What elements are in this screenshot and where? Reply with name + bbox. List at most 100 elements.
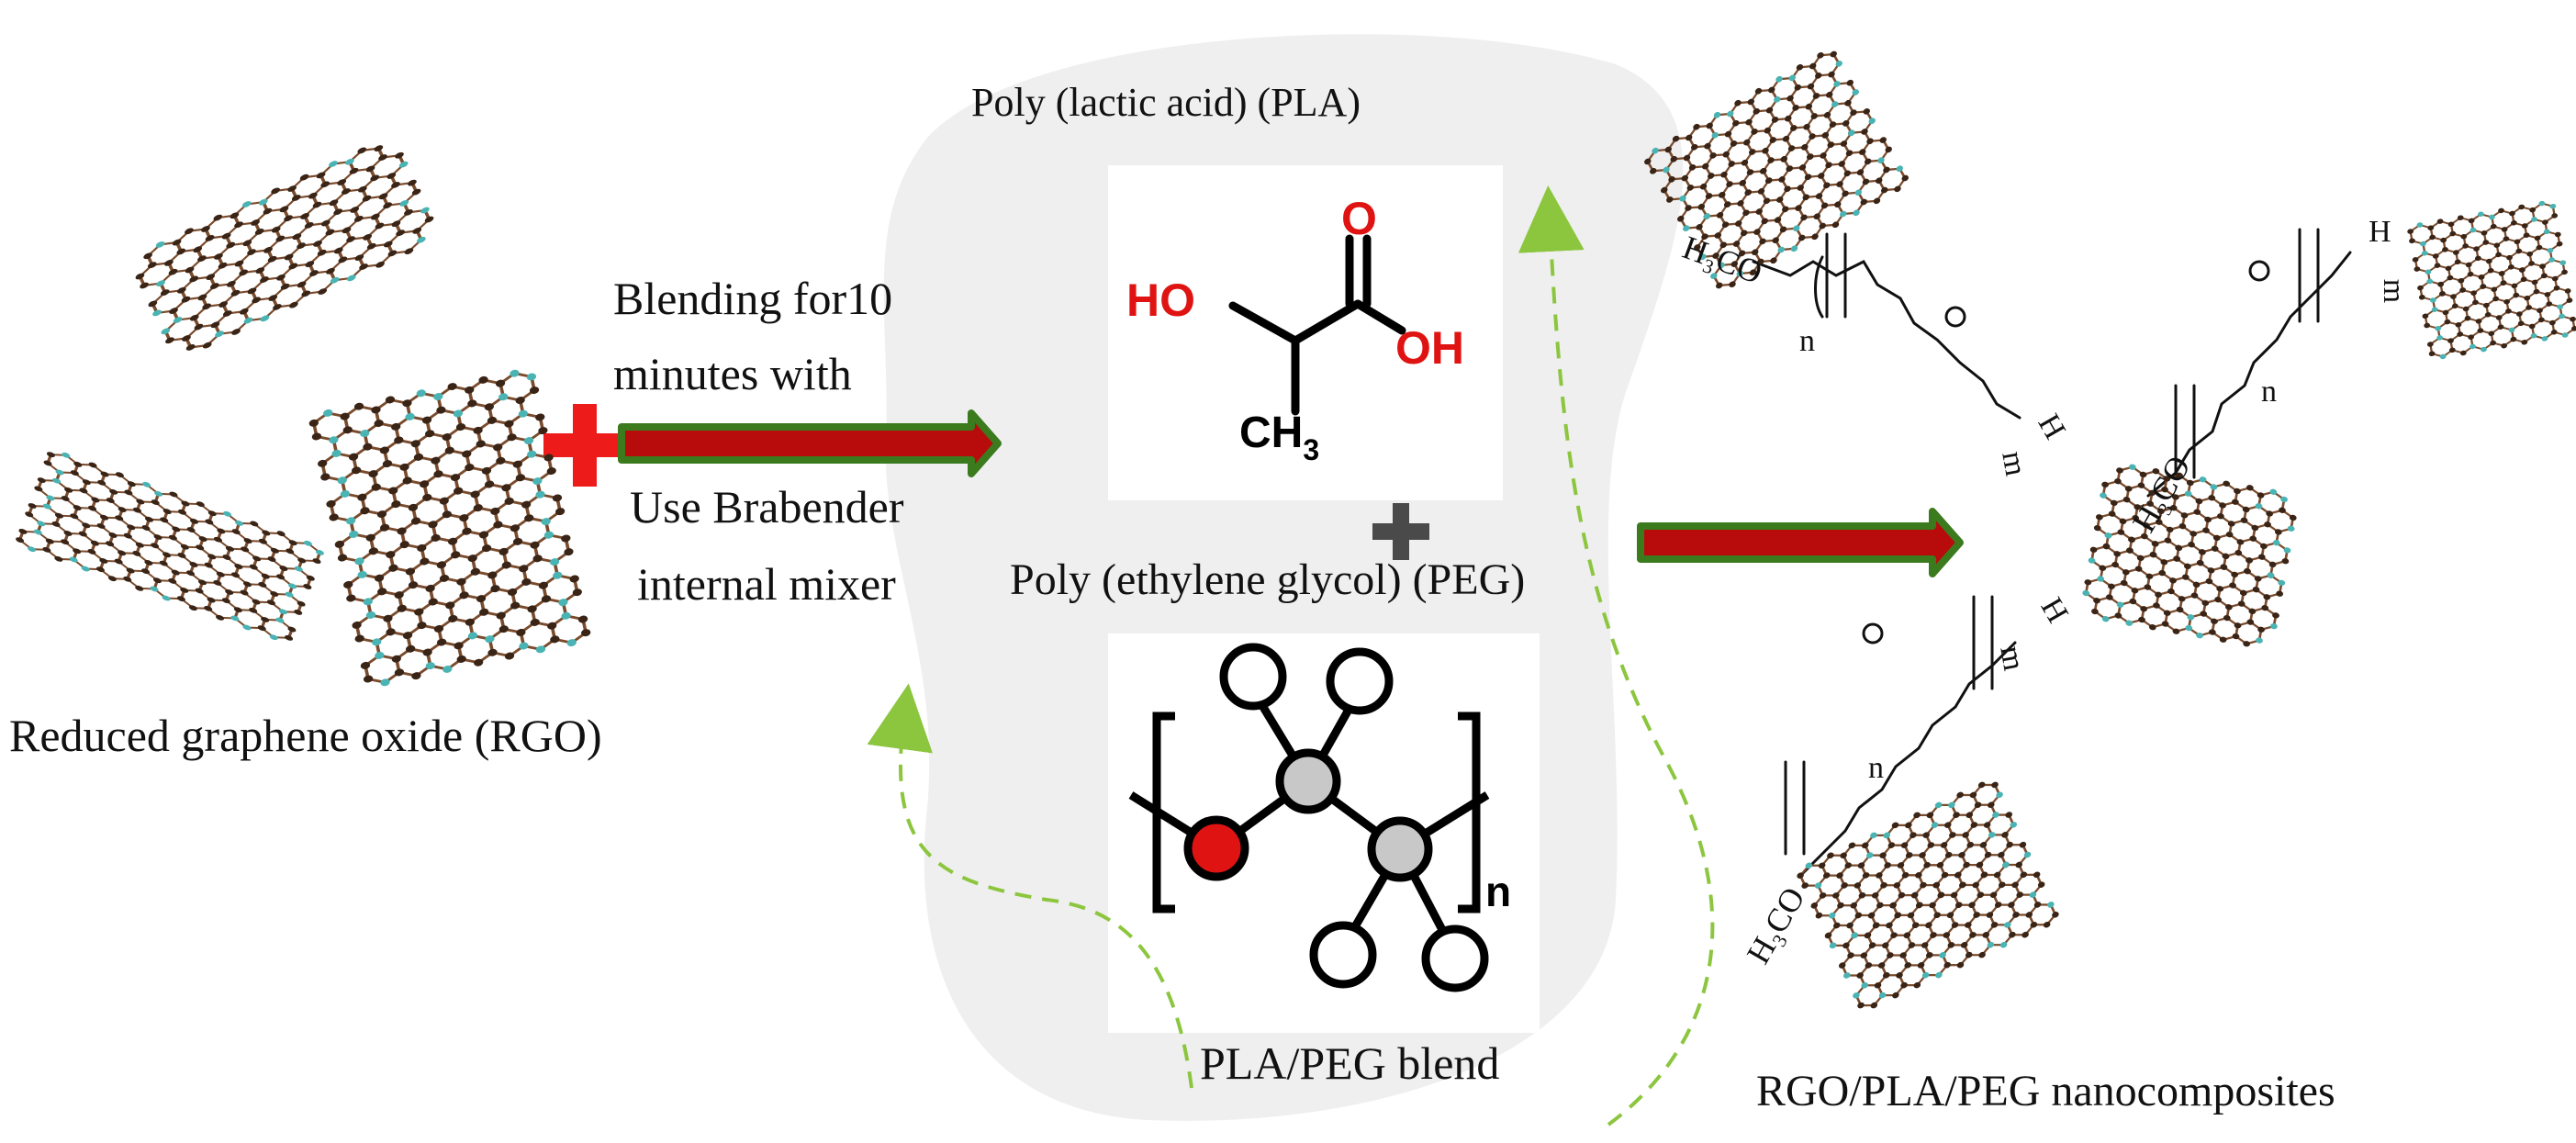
graphene-atom xyxy=(1979,842,1988,848)
graphene-atom xyxy=(285,634,294,641)
graphene-atom xyxy=(1883,166,1890,174)
graphene-atom xyxy=(1894,185,1901,193)
graphene-atom xyxy=(54,512,63,519)
graphene-atom xyxy=(70,470,79,476)
graphene-atom xyxy=(535,645,546,654)
graphene-atom xyxy=(337,179,347,185)
graphene-atom xyxy=(453,487,464,495)
graphene-atom xyxy=(1887,952,1894,958)
graphene-atom xyxy=(2534,235,2541,241)
graphene-atom xyxy=(553,571,563,579)
graphene-atom xyxy=(2462,243,2469,249)
graphene-atom xyxy=(2508,327,2515,333)
graphene-atom xyxy=(315,549,324,555)
graphene-atom xyxy=(221,598,230,604)
graphene-atom xyxy=(70,513,79,520)
graphene-atom xyxy=(1757,188,1765,195)
graphene-atom xyxy=(2125,620,2134,626)
graphene-atom xyxy=(2506,254,2513,261)
graphene-atom xyxy=(276,574,286,580)
graphene-atom xyxy=(18,528,28,534)
graphene-atom xyxy=(320,473,330,481)
graphene-atom xyxy=(2481,230,2488,236)
graphene-atom xyxy=(459,591,469,600)
graphene-atom xyxy=(357,147,367,154)
graphene-atom xyxy=(2217,513,2224,520)
graphene-atom xyxy=(79,487,88,494)
graphene-atom xyxy=(260,276,269,283)
graphene-atom xyxy=(1765,177,1773,185)
graphene-atom xyxy=(1801,143,1809,151)
graphene-atom xyxy=(312,558,321,565)
graphene-atom xyxy=(2486,258,2492,264)
graphene-atom xyxy=(303,540,312,546)
graphene-atom xyxy=(1980,871,1988,879)
graphene-atom xyxy=(1746,169,1754,175)
graphene-atom xyxy=(140,282,149,289)
graphene-atom xyxy=(473,426,483,434)
graphene-atom xyxy=(2111,561,2119,568)
graphene-atom xyxy=(2464,315,2471,321)
graphene-atom xyxy=(474,658,484,667)
graphene-atom xyxy=(1805,103,1813,110)
graphene-atom xyxy=(37,477,46,483)
graphene-atom xyxy=(2180,512,2189,519)
graphene-atom xyxy=(215,331,224,338)
graphene-atom xyxy=(354,254,364,261)
graphene-layer xyxy=(16,50,2576,1009)
right-arrow-icon xyxy=(618,409,1002,477)
graphene-atom xyxy=(1990,922,1999,928)
graphene-atom xyxy=(2128,464,2136,470)
graphene-atom xyxy=(2152,468,2160,475)
graphene-atom xyxy=(2122,497,2131,503)
graphene-atom xyxy=(123,576,132,582)
graphene-atom xyxy=(90,540,99,546)
graphene-atom xyxy=(1976,861,1984,868)
graphene-atom xyxy=(202,342,212,349)
graphene-atom xyxy=(1913,981,1921,989)
graphene-atom xyxy=(2172,628,2180,634)
graphene-atom xyxy=(2509,210,2515,217)
graphene-atom xyxy=(1870,1002,1878,1009)
graphene-atom xyxy=(1793,225,1800,231)
graphene-atom xyxy=(1792,105,1799,111)
graphene-atom xyxy=(1652,147,1659,154)
graphene-atom xyxy=(1840,852,1847,859)
graphene-atom xyxy=(235,520,244,526)
graphene-atom xyxy=(1754,87,1763,95)
graphene-atom xyxy=(1797,872,1804,879)
composite-oxygen-atom xyxy=(2248,260,2270,282)
graphene-atom xyxy=(182,335,191,342)
graphene-atom xyxy=(135,273,145,280)
graphene-atom xyxy=(2137,482,2145,488)
graphene-atom xyxy=(126,567,135,574)
graphene-atom xyxy=(2449,230,2457,237)
graphene-atom xyxy=(291,195,301,201)
graphene-atom xyxy=(2012,912,2020,918)
graphene-atom xyxy=(504,420,514,428)
graphene-atom xyxy=(316,172,326,179)
graphene-atom xyxy=(1958,851,1966,858)
graphene-atom xyxy=(1772,237,1779,243)
graphene-atom xyxy=(309,270,319,276)
graphene-atom xyxy=(1936,861,1944,868)
graphene-atom xyxy=(1810,902,1819,909)
graphene-atom xyxy=(454,642,464,650)
peg-hydrogen-atom xyxy=(1326,647,1394,715)
graphene-atom xyxy=(2219,636,2227,643)
graphene-atom xyxy=(2019,841,2027,848)
graphene-atom xyxy=(318,288,328,295)
graphene-atom xyxy=(2429,297,2436,303)
graphene-atom xyxy=(2521,340,2528,345)
graphene-atom xyxy=(1798,234,1806,241)
graphene-atom xyxy=(2091,608,2099,615)
graphene-atom xyxy=(1939,952,1946,958)
graphene-atom xyxy=(1871,891,1879,899)
graphene-atom xyxy=(288,263,298,270)
graphene-atom xyxy=(1794,84,1802,91)
graphene-atom xyxy=(2185,624,2193,632)
graphene-atom xyxy=(329,161,338,167)
graphene-atom xyxy=(2006,841,2013,848)
graphene-atom xyxy=(1840,140,1848,147)
graphene-atom xyxy=(268,295,278,301)
